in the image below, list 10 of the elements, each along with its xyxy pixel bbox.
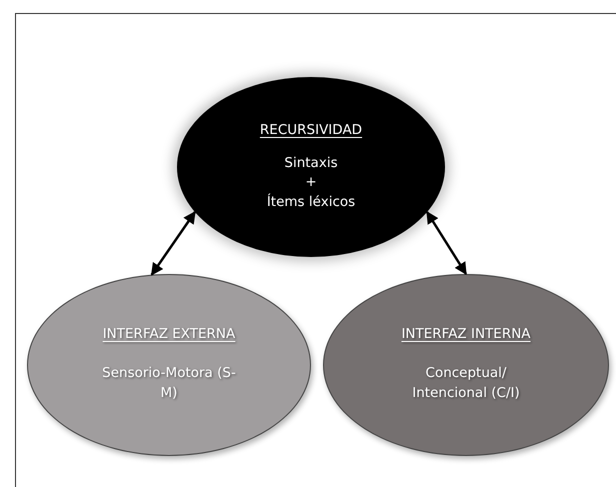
node-text: Sensorio-Motora (S-M) xyxy=(101,364,237,403)
node-text: + xyxy=(305,173,317,192)
node-text: Ítems léxicos xyxy=(266,192,356,212)
node-heading: INTERFAZ EXTERNA xyxy=(102,326,236,342)
double-arrow xyxy=(150,210,196,276)
node-text: Sintaxis xyxy=(284,154,338,173)
node-heading: RECURSIVIDAD xyxy=(260,122,362,138)
node-text: Conceptual/ Intencional (C/I) xyxy=(411,364,521,403)
double-arrow xyxy=(426,210,468,276)
node-heading: INTERFAZ INTERNA xyxy=(401,326,531,342)
